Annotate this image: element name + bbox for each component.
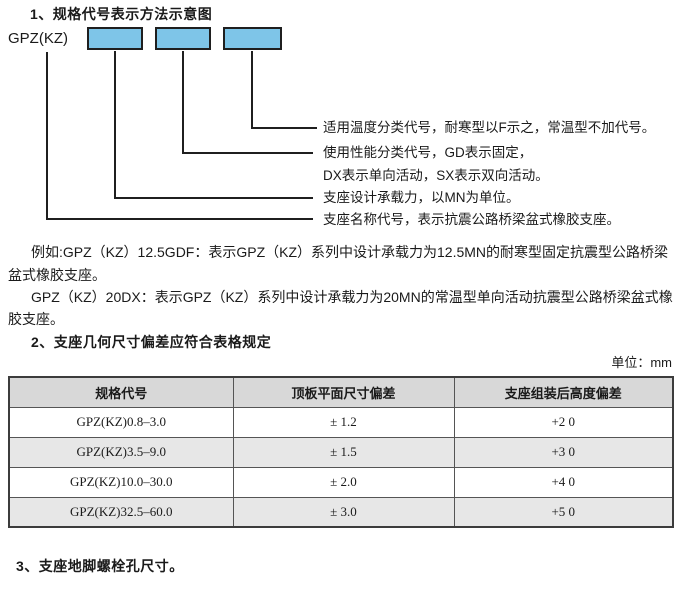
- table-cell: GPZ(KZ)3.5–9.0: [8, 436, 234, 468]
- table-row: GPZ(KZ)3.5–9.0 ± 1.5 +3 0: [8, 436, 674, 468]
- table-cell: ± 1.5: [232, 436, 455, 468]
- unit-label: 单位：mm: [611, 355, 672, 370]
- example-paragraph-line: 胶支座。: [8, 311, 64, 327]
- table-cell: ± 2.0: [232, 466, 455, 498]
- col-header-top-plate-tolerance: 顶板平面尺寸偏差: [232, 376, 455, 408]
- table-row: GPZ(KZ)0.8–3.0 ± 1.2 +2 0: [8, 406, 674, 438]
- example-paragraph-line: 盆式橡胶支座。: [8, 267, 106, 283]
- section3-heading: 3、支座地脚螺栓孔尺寸。: [16, 558, 184, 574]
- spec-prefix-label: GPZ(KZ): [8, 30, 68, 47]
- table-row: GPZ(KZ)10.0–30.0 ± 2.0 +4 0: [8, 466, 674, 498]
- table-cell: GPZ(KZ)0.8–3.0: [8, 406, 234, 438]
- table-cell: +5 0: [453, 496, 674, 528]
- col-header-spec-code: 规格代号: [8, 376, 234, 408]
- diagram-annotation-temperature: 适用温度分类代号，耐寒型以F示之，常温型不加代号。: [323, 120, 656, 135]
- table-cell: ± 1.2: [232, 406, 455, 438]
- spec-code-box-1: [87, 27, 143, 50]
- table-cell: ± 3.0: [232, 496, 455, 528]
- spec-code-box-2: [155, 27, 211, 50]
- section2-heading: 2、支座几何尺寸偏差应符合表格规定: [31, 334, 272, 350]
- table-header-row: 规格代号 顶板平面尺寸偏差 支座组装后高度偏差: [8, 376, 674, 408]
- tolerance-table: 规格代号 顶板平面尺寸偏差 支座组装后高度偏差 GPZ(KZ)0.8–3.0 ±…: [8, 376, 674, 528]
- table-row: GPZ(KZ)32.5–60.0 ± 3.0 +5 0: [8, 496, 674, 528]
- example-paragraph-line: GPZ（KZ）20DX：表示GPZ（KZ）系列中设计承载力为20MN的常温型单向…: [31, 289, 673, 305]
- spec-code-box-3: [223, 27, 282, 50]
- table-cell: GPZ(KZ)32.5–60.0: [8, 496, 234, 528]
- table-cell: +3 0: [453, 436, 674, 468]
- table-cell: GPZ(KZ)10.0–30.0: [8, 466, 234, 498]
- col-header-assembled-height-tolerance: 支座组装后高度偏差: [453, 376, 674, 408]
- example-paragraph-line: 例如:GPZ（KZ）12.5GDF：表示GPZ（KZ）系列中设计承载力为12.5…: [31, 244, 669, 260]
- section1-heading: 1、规格代号表示方法示意图: [30, 6, 213, 22]
- diagram-annotation-name-code: 支座名称代号，表示抗震公路桥梁盆式橡胶支座。: [323, 212, 620, 227]
- diagram-annotation-capacity: 支座设计承载力，以MN为单位。: [323, 190, 520, 205]
- table-cell: +4 0: [453, 466, 674, 498]
- diagram-annotation-performance-cont: DX表示单向活动，SX表示双向活动。: [323, 168, 549, 183]
- table-cell: +2 0: [453, 406, 674, 438]
- diagram-annotation-performance: 使用性能分类代号，GD表示固定，: [323, 145, 533, 160]
